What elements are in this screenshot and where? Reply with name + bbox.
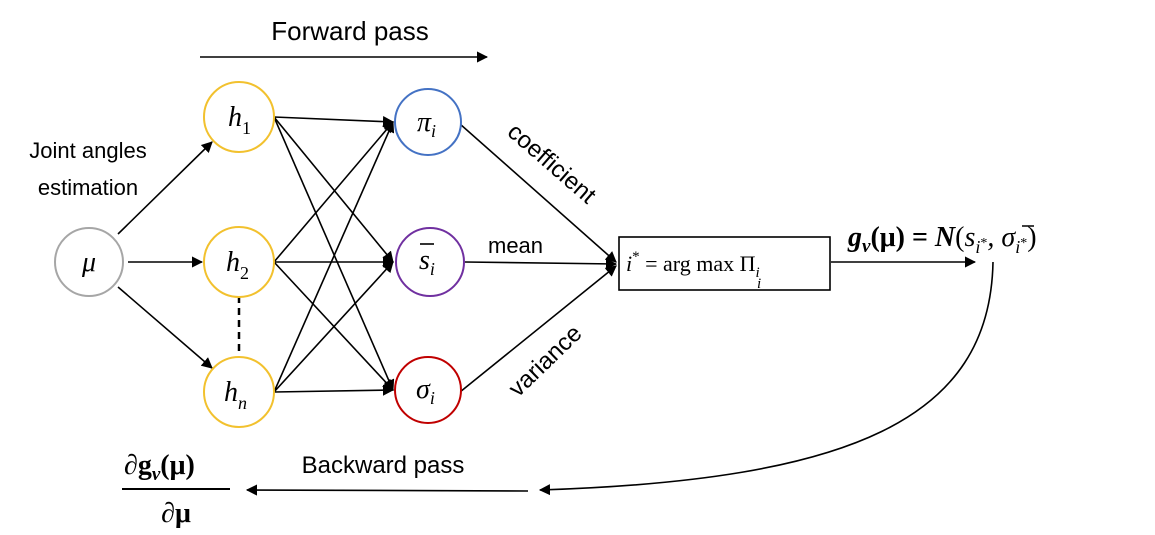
backward-curve: [538, 261, 994, 496]
svg-text:si: si: [419, 245, 435, 279]
svg-text:h2: h2: [226, 247, 249, 283]
node-sigma: σi: [394, 356, 462, 424]
node-mu: μ: [54, 227, 124, 297]
estimation-label: estimation: [38, 175, 138, 200]
svg-text:i: i: [757, 276, 761, 292]
node-s-bar: si: [395, 227, 465, 297]
node-h1: h1: [203, 81, 275, 153]
argmax-box: i* = arg max Πi i: [618, 236, 831, 292]
joint-angles-label: Joint angles: [29, 138, 146, 163]
gradient-fraction: ∂gv(μ) ∂μ: [122, 450, 230, 529]
node-pi: πi: [394, 88, 462, 156]
coefficient-label: coefficient: [502, 118, 601, 209]
mean-label: mean: [488, 233, 543, 258]
svg-text:πi: πi: [417, 107, 436, 141]
hidden-edges: [273, 115, 395, 396]
node-hn: hn: [203, 356, 275, 428]
svg-text:μ: μ: [81, 247, 96, 278]
backward-pass-label: Backward pass: [302, 452, 465, 479]
node-h2: h2: [203, 226, 275, 298]
svg-text:h1: h1: [228, 102, 251, 138]
variance-label: variance: [503, 320, 587, 402]
input-edges: [117, 141, 213, 369]
svg-text:∂gv(μ): ∂gv(μ): [124, 450, 195, 485]
output-formula: gv(μ) = N(si*, σi*): [847, 222, 1037, 257]
output-edges: [459, 123, 618, 393]
forward-pass-label: Forward pass: [271, 16, 429, 46]
svg-text:∂μ: ∂μ: [161, 498, 191, 529]
svg-text:i* = arg max Πi: i* = arg max Πi: [626, 249, 760, 281]
svg-text:σi: σi: [416, 374, 435, 408]
backward-pass-arrow: [245, 484, 529, 496]
svg-text:hn: hn: [224, 377, 247, 413]
